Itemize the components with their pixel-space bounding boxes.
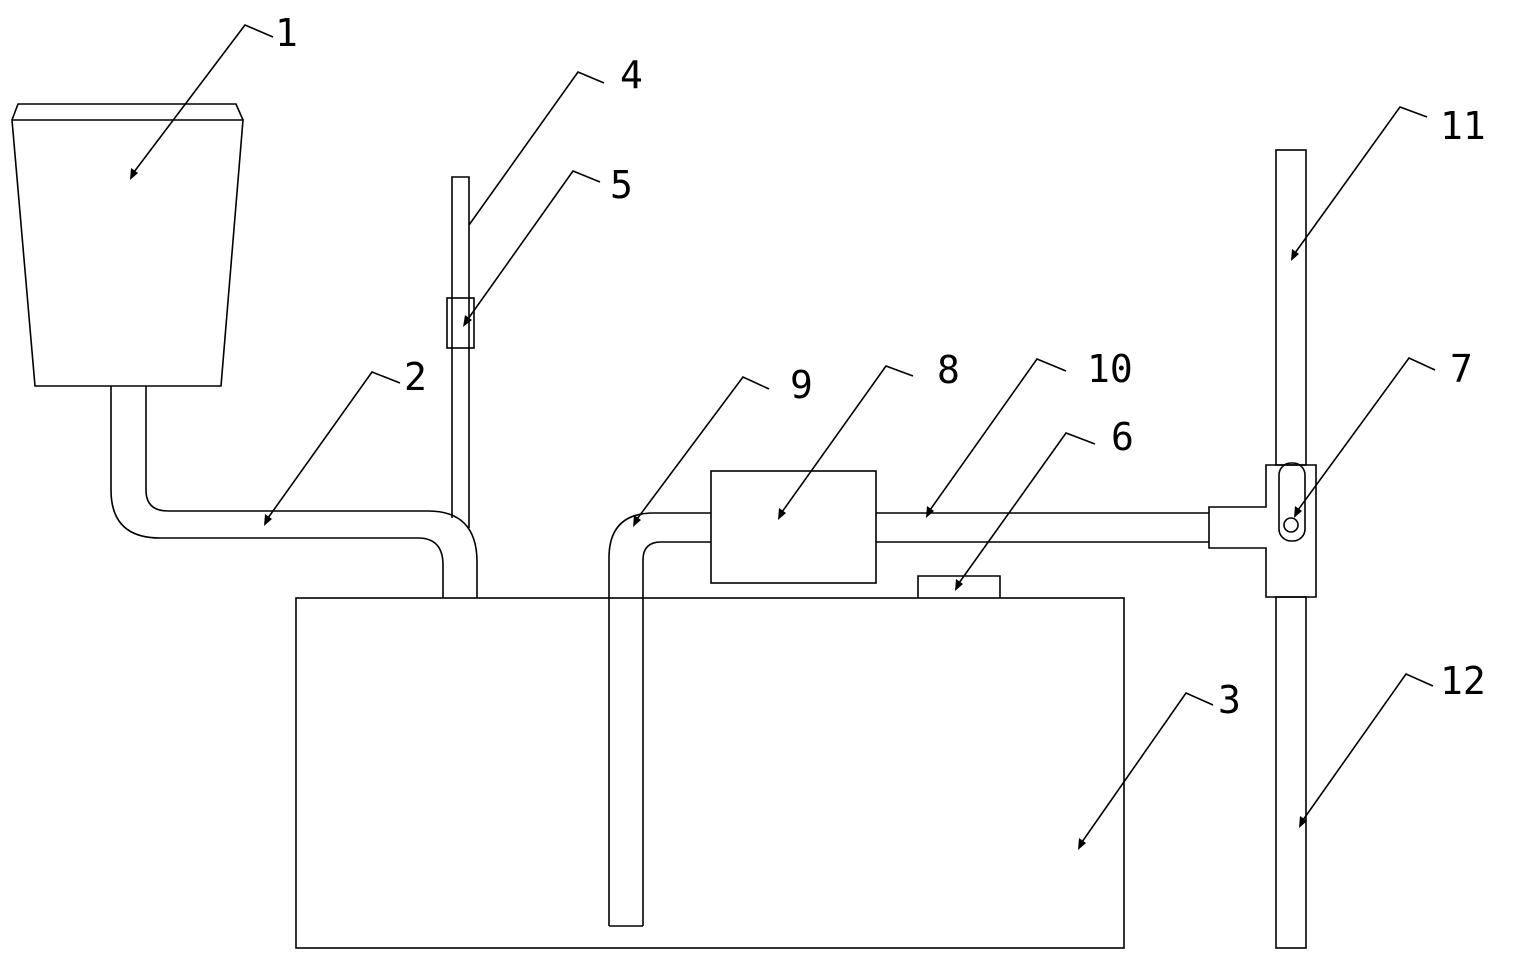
label-7: 7 (1450, 347, 1473, 391)
slot-7 (1278, 462, 1306, 542)
unit-8 (710, 470, 877, 584)
leader-2 (264, 371, 401, 526)
label-3: 3 (1218, 678, 1241, 722)
label-11: 11 (1440, 104, 1486, 148)
leader-8 (778, 365, 914, 520)
tank-1-lid (11, 103, 244, 121)
label-5: 5 (610, 163, 633, 207)
leader-6 (955, 432, 1096, 591)
pipe-4 (451, 176, 470, 528)
leader-4 (468, 71, 605, 226)
leader-9 (633, 376, 770, 527)
tank-1 (11, 119, 244, 387)
label-12: 12 (1440, 659, 1486, 703)
leader-3 (1078, 692, 1214, 850)
leader-10 (926, 358, 1067, 518)
pipe-9-inner (642, 541, 711, 926)
box-3 (295, 597, 1125, 949)
valve-5 (446, 297, 475, 349)
label-4: 4 (620, 53, 643, 97)
label-9: 9 (790, 363, 813, 407)
block-6 (917, 575, 1001, 598)
label-1: 1 (275, 11, 298, 55)
leader-11 (1291, 106, 1428, 261)
pole-12 (1275, 596, 1307, 949)
label-6: 6 (1111, 415, 1134, 459)
label-8: 8 (937, 348, 960, 392)
leader-1 (130, 24, 274, 180)
pipe-2-inner (145, 386, 478, 598)
pole-sleeve (1208, 464, 1317, 598)
bolt-7 (1283, 517, 1299, 533)
pole-11 (1275, 149, 1307, 466)
label-10: 10 (1087, 347, 1133, 391)
leader-7 (1294, 356, 1436, 518)
pipe-9-outer (608, 512, 711, 926)
pipe-2-outer (110, 386, 444, 598)
leader-5 (463, 170, 601, 327)
label-2: 2 (404, 355, 427, 399)
leader-12 (1299, 673, 1434, 828)
